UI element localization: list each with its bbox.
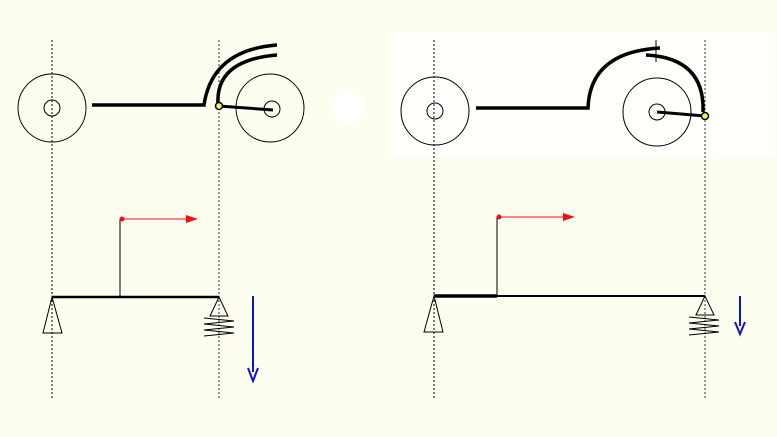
fender bbox=[645, 53, 705, 113]
force-arrowhead bbox=[563, 213, 575, 221]
swing-arm bbox=[656, 110, 706, 118]
pivot-joint bbox=[214, 101, 224, 111]
left-panel bbox=[17, 40, 305, 398]
roller-support bbox=[209, 295, 229, 317]
spring-icon bbox=[688, 316, 720, 336]
front-wheel bbox=[400, 76, 470, 146]
load-arrowhead bbox=[247, 367, 259, 384]
front-hub bbox=[43, 99, 61, 117]
load-arrowhead bbox=[734, 321, 746, 337]
force-arrowhead bbox=[186, 215, 198, 223]
fender bbox=[216, 53, 278, 104]
frame bbox=[476, 46, 661, 110]
right-panel bbox=[400, 40, 746, 398]
spring-icon bbox=[203, 317, 235, 337]
pin-support bbox=[423, 294, 444, 333]
front-wheel bbox=[17, 73, 87, 143]
roller-support bbox=[695, 294, 715, 316]
pivot-joint bbox=[700, 111, 710, 121]
front-hub bbox=[426, 102, 444, 120]
swing-arm bbox=[218, 104, 274, 112]
highlight-region bbox=[390, 32, 775, 158]
pin-support bbox=[42, 295, 63, 334]
frame bbox=[92, 43, 278, 107]
rear-wheel bbox=[622, 77, 692, 147]
white-blob bbox=[333, 88, 365, 123]
